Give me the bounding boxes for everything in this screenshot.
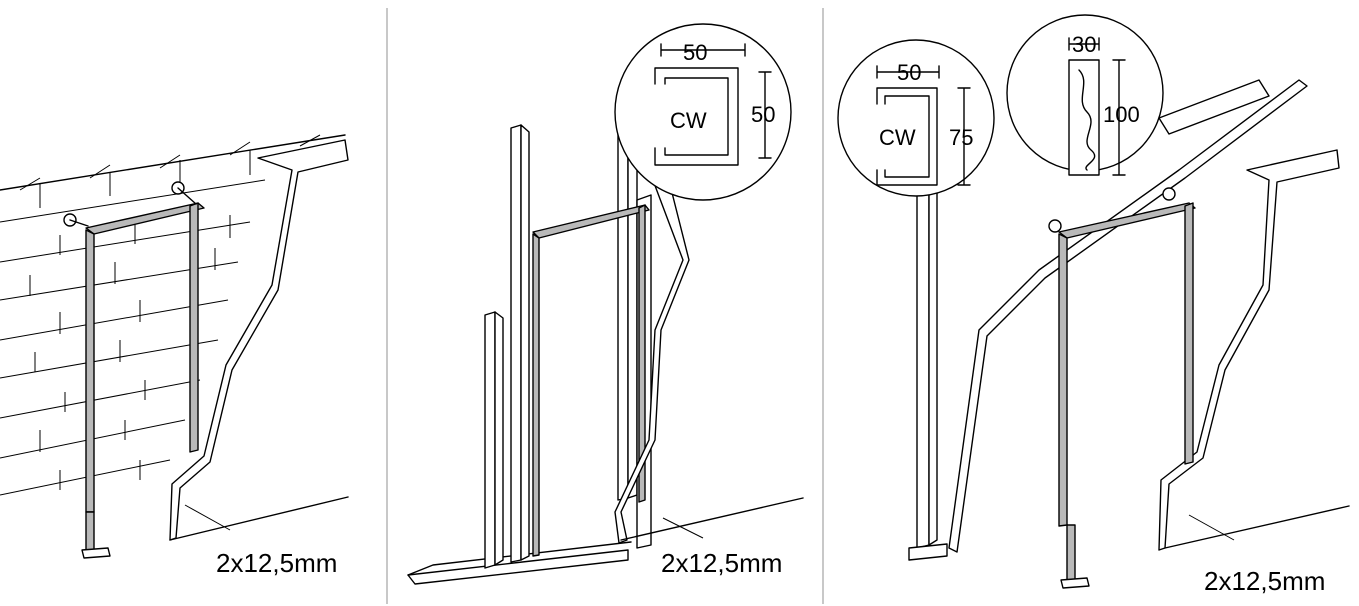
floor-line xyxy=(1164,505,1350,549)
left-stud xyxy=(916,164,930,549)
detail-a-width-label: 50 xyxy=(897,60,921,85)
installation-frame xyxy=(63,181,205,559)
divider-2 xyxy=(822,8,824,604)
cw-profile-detail: CW 50 75 xyxy=(837,39,995,197)
brick-wall-drawing: 2x12,5mm xyxy=(0,134,349,578)
detail-height-label: 50 xyxy=(751,102,775,127)
pipe-section-detail: 30 100 xyxy=(1006,14,1164,176)
floor-line xyxy=(620,497,804,541)
detail-width-label: 50 xyxy=(683,40,707,65)
panel-pipe-wall: CW 50 75 30 100 2x12,5mm xyxy=(829,0,1359,606)
stud-wall-drawing: CW 50 50 2x12,5mm xyxy=(407,23,804,585)
panel-brick-wall: 2x12,5mm xyxy=(0,0,380,606)
divider-1 xyxy=(386,8,388,604)
plasterboard xyxy=(1158,149,1340,551)
board-thickness-label: 2x12,5mm xyxy=(1204,566,1325,596)
panel-stud-wall: CW 50 50 2x12,5mm xyxy=(393,0,818,606)
detail-a-profile-label: CW xyxy=(879,125,916,150)
detail-b-width-label: 30 xyxy=(1072,32,1096,57)
installation-frame xyxy=(532,204,650,557)
detail-b-height-label: 100 xyxy=(1103,102,1140,127)
floor-track xyxy=(407,549,629,585)
plasterboard xyxy=(614,164,690,544)
installation-frame xyxy=(1048,187,1196,589)
board-thickness-label: 2x12,5mm xyxy=(216,548,337,578)
pipe-wall-drawing: CW 50 75 30 100 2x12,5mm xyxy=(837,14,1350,596)
board-thickness-label: 2x12,5mm xyxy=(661,548,782,578)
detail-profile-label: CW xyxy=(670,108,707,133)
rear-board xyxy=(948,79,1308,553)
cw-profile-detail: CW 50 50 xyxy=(614,23,792,201)
plasterboard xyxy=(169,139,349,541)
floor-line xyxy=(169,496,349,541)
brick-wall xyxy=(0,134,346,496)
detail-a-height-label: 75 xyxy=(949,125,973,150)
